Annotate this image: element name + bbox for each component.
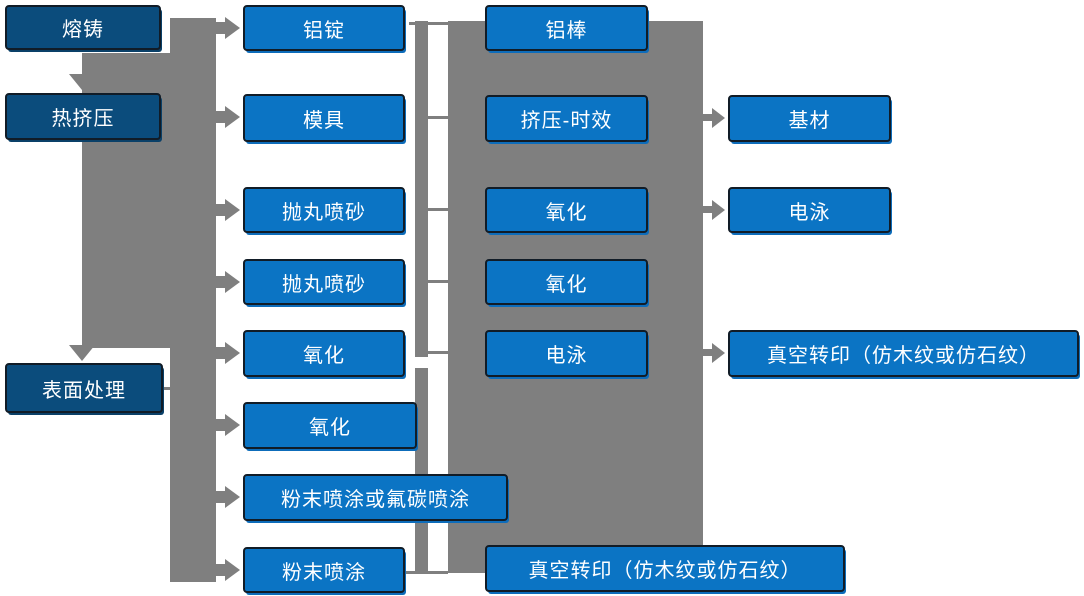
- connector-line: [428, 116, 448, 119]
- node-electrophoresis-2: 电泳: [728, 187, 891, 233]
- arrow-down-icon: [69, 345, 95, 361]
- connector-line: [428, 280, 448, 283]
- connector-line: [161, 387, 173, 390]
- middle-connector-bar-lower: [415, 368, 428, 574]
- left-connector-band: [170, 18, 216, 582]
- node-hot-extrusion: 热挤压: [5, 93, 161, 140]
- node-aluminum-ingot: 铝锭: [243, 5, 405, 51]
- connector-line: [409, 22, 448, 25]
- node-shot-blasting-1: 抛丸喷砂: [243, 187, 405, 233]
- node-melt-casting: 熔铸: [5, 5, 161, 50]
- node-oxidation-4: 氧化: [485, 259, 648, 305]
- node-oxidation-2: 氧化: [243, 402, 417, 449]
- node-oxidation-1: 氧化: [243, 330, 405, 377]
- node-vacuum-transfer-print-bottom: 真空转印（仿木纹或仿石纹）: [485, 545, 845, 592]
- arrow-down-icon: [69, 74, 95, 90]
- node-oxidation-3: 氧化: [485, 187, 648, 233]
- node-electrophoresis-1: 电泳: [485, 330, 648, 377]
- connector-line: [428, 208, 448, 211]
- node-base-material: 基材: [728, 95, 891, 142]
- connector-line: [428, 351, 448, 354]
- node-extrusion-aging: 挤压-时效: [485, 95, 648, 142]
- node-surface-treatment: 表面处理: [5, 363, 163, 413]
- connector-line: [404, 571, 448, 574]
- node-mold: 模具: [243, 94, 405, 142]
- node-aluminum-rod: 铝棒: [485, 5, 648, 51]
- middle-connector-bar-upper: [415, 21, 428, 357]
- node-powder-coating: 粉末喷涂: [243, 547, 405, 593]
- node-vacuum-transfer-print-right: 真空转印（仿木纹或仿石纹）: [728, 330, 1079, 377]
- node-powder-or-fluorocarbon-coating: 粉末喷涂或氟碳喷涂: [243, 474, 508, 521]
- node-shot-blasting-2: 抛丸喷砂: [243, 259, 405, 305]
